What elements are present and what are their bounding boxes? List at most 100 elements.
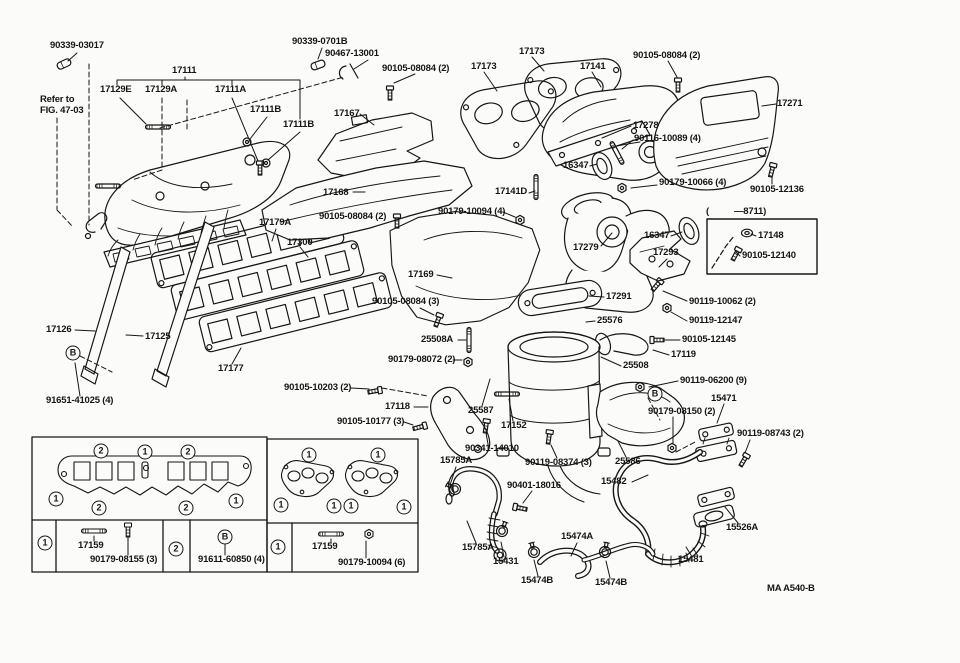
part-label-90119-10062-2: 90119-10062 (2) xyxy=(689,296,756,307)
circled-marker-1: 1 xyxy=(48,491,64,507)
circled-marker-1: 1 xyxy=(137,444,153,460)
leader-lines xyxy=(56,47,777,579)
part-label-15481: 15481 xyxy=(678,554,704,565)
part-label-fig-47-03: FIG. 47-03 xyxy=(40,105,84,116)
part-label-17300: 17300 xyxy=(287,237,313,248)
part-label-17279: 17279 xyxy=(573,242,599,253)
part-label-17141: 17141 xyxy=(580,61,606,72)
circled-marker-b: B xyxy=(65,345,81,361)
part-label-91611-60850-4: 91611-60850 (4) xyxy=(198,554,265,565)
part-label-90105-10177-3: 90105-10177 (3) xyxy=(337,416,405,427)
part-label-17141d: 17141D xyxy=(495,186,528,197)
part-label-17152: 17152 xyxy=(501,420,527,431)
part-label-17126: 17126 xyxy=(46,324,72,335)
part-label-15474a: 15474A xyxy=(561,531,594,542)
part-label-17111b: 17111B xyxy=(250,104,282,115)
circled-marker-1: 1 xyxy=(228,493,244,509)
circled-marker-b: B xyxy=(217,529,233,545)
part-label-16347: 16347 xyxy=(563,160,589,171)
part-label-17173: 17173 xyxy=(519,46,545,57)
gasket-usage-table xyxy=(31,436,419,573)
circled-marker-2: 2 xyxy=(180,444,196,460)
part-label-15482: 15482 xyxy=(601,476,627,487)
part-label-25508a: 25508A xyxy=(421,334,454,345)
part-label-90179-08155-3: 90179-08155 (3) xyxy=(90,554,158,565)
circled-marker-2: 2 xyxy=(93,443,109,459)
part-label-17129e: 17129E xyxy=(100,84,132,95)
part-label-15474b: 15474B xyxy=(595,577,628,588)
part-label-17111b: 17111B xyxy=(283,119,315,130)
part-label-15474b: 15474B xyxy=(521,575,554,586)
part-label-90179-08150-2: 90179-08150 (2) xyxy=(648,406,716,417)
part-label-90105-10203-2: 90105-10203 (2) xyxy=(284,382,352,393)
circled-marker-2: 2 xyxy=(178,500,194,516)
part-label-90401-18016: 90401-18016 xyxy=(507,480,561,491)
bracket-17293-drawing xyxy=(629,230,691,282)
part-label-90119-06200-9: 90119-06200 (9) xyxy=(680,375,747,386)
part-label-17159: 17159 xyxy=(78,540,104,551)
circled-marker-1: 1 xyxy=(326,498,342,514)
part-label-90105-08084-2: 90105-08084 (2) xyxy=(382,63,450,74)
part-label-17111a: 17111A xyxy=(215,84,247,95)
circled-marker-2: 2 xyxy=(91,500,107,516)
part-label-90179-10066-4: 90179-10066 (4) xyxy=(659,177,727,188)
bracket-17118-drawing xyxy=(430,386,491,461)
converter-insulator-17169 xyxy=(389,210,541,326)
part-label-17293: 17293 xyxy=(653,247,679,258)
part-label-16347: 16347 xyxy=(644,230,670,241)
circled-marker-1: 1 xyxy=(37,535,53,551)
part-label-15471: 15471 xyxy=(711,393,737,404)
part-label-17271: 17271 xyxy=(777,98,803,109)
front-pipe-drawing xyxy=(517,192,670,356)
part-label-90105-08084-2: 90105-08084 (2) xyxy=(633,50,701,61)
part-label-17148: 17148 xyxy=(758,230,784,241)
part-label-15785a: 15785A xyxy=(462,542,495,553)
part-label-17118: 17118 xyxy=(385,401,410,412)
inset-box-8711 xyxy=(706,218,818,275)
part-label-90105-12145: 90105-12145 xyxy=(682,334,736,345)
circled-marker-1: 1 xyxy=(343,498,359,514)
part-label-90119-08743-2: 90119-08743 (2) xyxy=(737,428,804,439)
part-label-15526a: 15526A xyxy=(726,522,759,533)
heat-shield-drawings xyxy=(261,112,541,326)
exhaust-manifold-drawing xyxy=(454,48,700,246)
part-label-90179-08072-2: 90179-08072 (2) xyxy=(388,354,456,365)
part-label-17169: 17169 xyxy=(408,269,434,280)
part-label-17159: 17159 xyxy=(312,541,338,552)
manifold-cover-drawing xyxy=(653,76,779,191)
part-label-90339-03017: 90339-03017 xyxy=(50,40,104,51)
part-label-25508: 25508 xyxy=(623,360,649,371)
part-label-90105-12140: 90105-12140 xyxy=(742,250,796,261)
part-label-90116-10089-4: 90116-10089 (4) xyxy=(634,133,701,144)
part-label-17119: 17119 xyxy=(671,349,696,360)
part-label-90339-0701b: 90339-0701B xyxy=(292,36,348,47)
catalytic-converter-drawing xyxy=(496,331,611,503)
circled-marker-1: 1 xyxy=(301,447,317,463)
part-label-17179a: 17179A xyxy=(259,217,292,228)
part-label-91651-41025-4: 91651-41025 (4) xyxy=(46,395,114,406)
circled-marker-2: 2 xyxy=(168,541,184,557)
part-label-refer-to: Refer to xyxy=(40,94,75,105)
manifold-stay-drawings xyxy=(80,221,215,388)
part-label-ma-a540-b: MA A540-B xyxy=(767,583,815,594)
part-label-17173: 17173 xyxy=(471,61,497,72)
circled-marker-1: 1 xyxy=(273,497,289,513)
part-label-90467-13001: 90467-13001 xyxy=(325,48,379,59)
part-label-15431: 15431 xyxy=(493,556,519,567)
part-label-90105-08084-3: 90105-08084 (3) xyxy=(372,296,440,307)
circled-marker-1: 1 xyxy=(270,539,286,555)
part-label-25587: 25587 xyxy=(468,405,494,416)
part-label-17168: 17168 xyxy=(323,187,349,198)
part-label-90105-12136: 90105-12136 xyxy=(750,184,804,195)
circled-marker-1: 1 xyxy=(370,447,386,463)
part-label-90119-08374-3: 90119-08374 (3) xyxy=(525,457,592,468)
part-label-8711: —8711) xyxy=(734,206,767,217)
part-label-90119-12147: 90119-12147 xyxy=(689,315,743,326)
part-label-17111: 17111 xyxy=(172,65,197,76)
hose-15474a-drawing xyxy=(537,542,656,579)
converter-shield-25586-drawing xyxy=(587,381,685,447)
part-label-17167: 17167 xyxy=(334,108,360,119)
